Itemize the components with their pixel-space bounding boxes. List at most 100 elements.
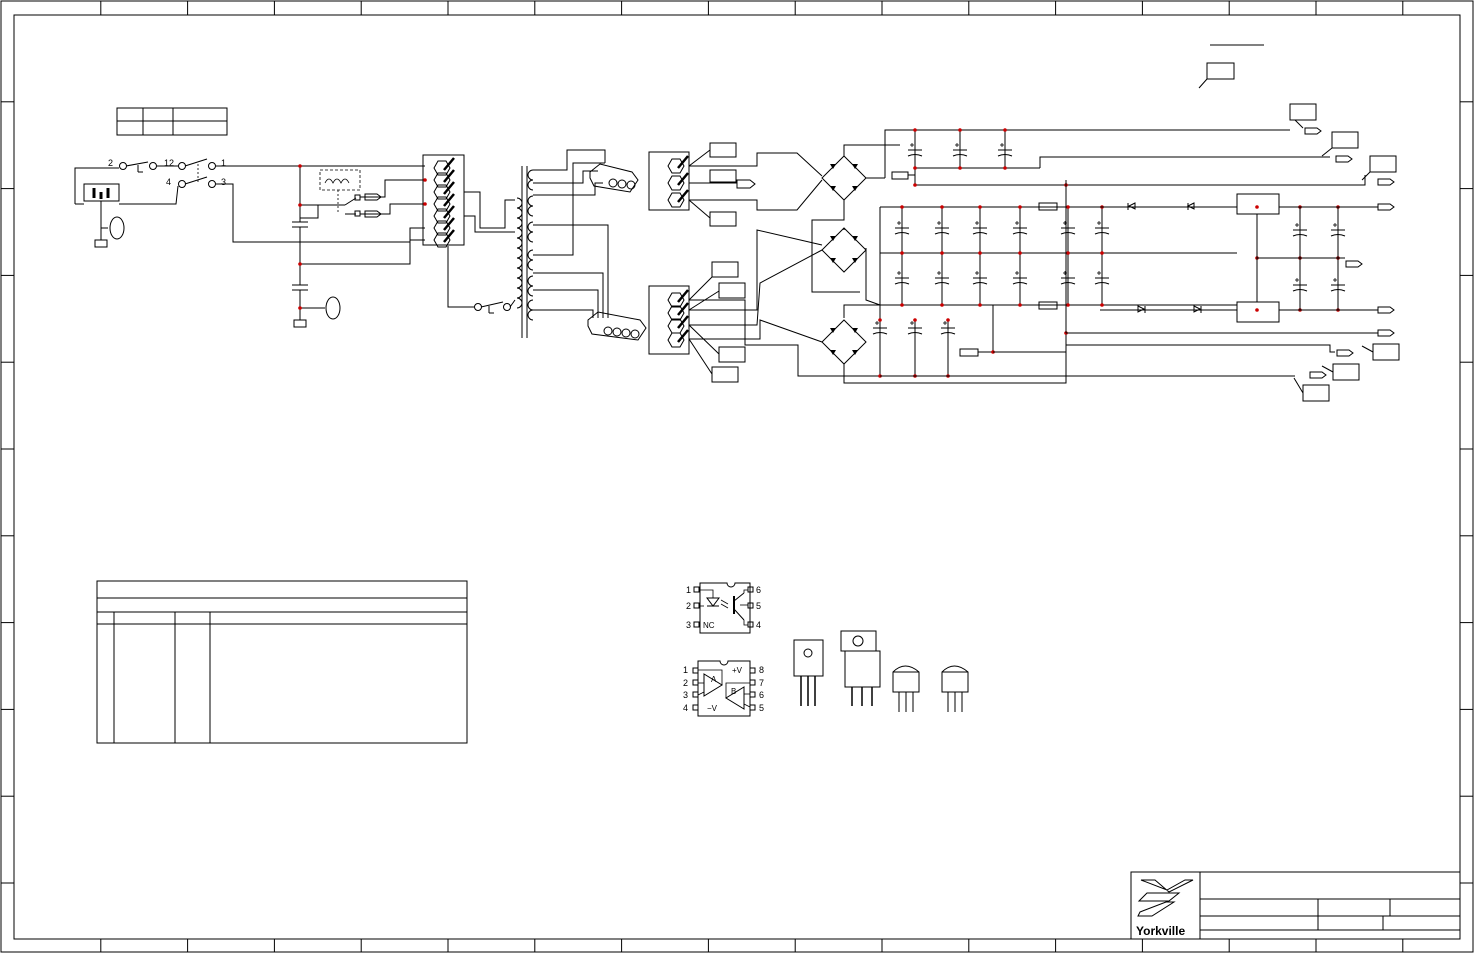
terminal-cell — [433, 196, 451, 212]
bridge-diode — [852, 186, 858, 191]
filter-capacitor-bank — [298, 128, 1366, 378]
terminal-cell — [667, 318, 685, 334]
terminal-cell — [433, 232, 451, 248]
junction-dot — [1018, 303, 1022, 307]
bridge-rectifier — [821, 227, 867, 273]
terminal-cell — [667, 332, 685, 348]
opamp-pin-3: 3 — [683, 690, 688, 700]
output-tags — [880, 44, 1400, 402]
bridge-diode — [852, 258, 858, 263]
opamp-pin-4: 4 — [683, 703, 688, 713]
to92-package-outline-a — [892, 665, 920, 712]
terminal-screw — [443, 205, 455, 219]
terminal-cell — [433, 184, 451, 200]
terminal-cell — [667, 192, 685, 208]
opto-pin-1: 1 — [686, 585, 691, 595]
net-tag — [1335, 155, 1353, 163]
bridge-rectifier — [821, 155, 867, 201]
voltage-regulators — [1100, 193, 1378, 323]
to92-package-outline-b — [941, 665, 969, 712]
opto-nc-label: NC — [703, 621, 715, 630]
junction-dot — [878, 318, 882, 322]
net-tag — [1377, 306, 1395, 314]
terminal-screw — [443, 181, 455, 195]
power-switch: 2 12 1 4 3 — [108, 158, 226, 188]
parts-table — [96, 580, 468, 744]
terminal-block-upper — [648, 142, 756, 227]
junction-dot — [1018, 205, 1022, 209]
bridge-diode — [852, 236, 858, 241]
secondary-winding — [527, 221, 534, 243]
terminal-screw — [443, 169, 455, 183]
secondary-winding — [527, 275, 534, 297]
opamp-pin-8: 8 — [759, 665, 764, 675]
opto-pin-5: 5 — [756, 601, 761, 611]
junction-dot — [913, 128, 917, 132]
junction-dot — [423, 202, 427, 206]
junction-dot — [1003, 128, 1007, 132]
opamp-pin-6: 6 — [759, 690, 764, 700]
bridge-diode — [830, 258, 836, 263]
junction-dot — [913, 183, 917, 187]
terminal-cell — [667, 158, 685, 174]
bridge-diode — [830, 186, 836, 191]
opto-pin-6: 6 — [756, 585, 761, 595]
net-tag — [1336, 349, 1354, 357]
junction-dot — [1100, 251, 1104, 255]
terminal-screw — [443, 193, 455, 207]
label-leader — [1294, 119, 1304, 129]
junction-dot — [1066, 205, 1070, 209]
bridge-diode — [830, 236, 836, 241]
junction-dot — [298, 164, 302, 168]
junction-dot — [298, 262, 302, 266]
junction-dot — [298, 203, 302, 207]
label-leader — [1321, 365, 1334, 373]
junction-dot — [900, 251, 904, 255]
junction-dot — [423, 178, 427, 182]
ac-input-section: 2 12 1 4 3 — [74, 107, 465, 328]
opamp-b-label: B — [731, 687, 736, 696]
rectifier-wiring — [689, 129, 1290, 384]
opto-pin-3: 3 — [686, 620, 691, 630]
to220-package-outline — [793, 639, 824, 706]
net-tag — [1309, 371, 1327, 379]
secondary-winding — [527, 195, 534, 217]
junction-dot — [940, 303, 944, 307]
switch-pin-3: 3 — [221, 177, 226, 187]
label-leader — [1321, 147, 1333, 157]
switch-pin-4: 4 — [166, 177, 171, 187]
bridge-diode — [852, 350, 858, 355]
opamp-pin-2: 2 — [683, 678, 688, 688]
junction-dot — [1018, 251, 1022, 255]
terminal-screw — [443, 157, 455, 171]
junction-dot — [1255, 308, 1259, 312]
bridge-rectifier — [821, 319, 867, 365]
bridge-diode — [830, 350, 836, 355]
terminal-screw — [677, 289, 689, 303]
power-transformer — [447, 149, 647, 341]
junction-dot — [940, 205, 944, 209]
terminal-screw — [677, 172, 689, 186]
junction-dot — [900, 205, 904, 209]
terminal-cell — [433, 160, 451, 176]
bridge-diode — [852, 328, 858, 333]
bridge-diode — [830, 328, 836, 333]
terminal-screw — [677, 315, 689, 329]
label-leader — [1293, 377, 1304, 394]
net-tag — [1377, 203, 1395, 211]
net-tag — [1345, 260, 1363, 268]
package-outlines — [793, 630, 969, 712]
rectifier-bridges — [821, 155, 867, 365]
logo-text: Yorkville — [1136, 924, 1185, 938]
terminal-cell — [667, 305, 685, 321]
junction-dot — [1100, 303, 1104, 307]
junction-dot — [913, 318, 917, 322]
opamp-vplus-label: +V — [732, 666, 743, 675]
terminal-cell — [433, 172, 451, 188]
yorkville-logo: Yorkville — [1136, 879, 1194, 938]
junction-dot — [900, 303, 904, 307]
label-leader — [1361, 345, 1374, 353]
terminal-screw — [677, 302, 689, 316]
terminal-screw — [677, 189, 689, 203]
